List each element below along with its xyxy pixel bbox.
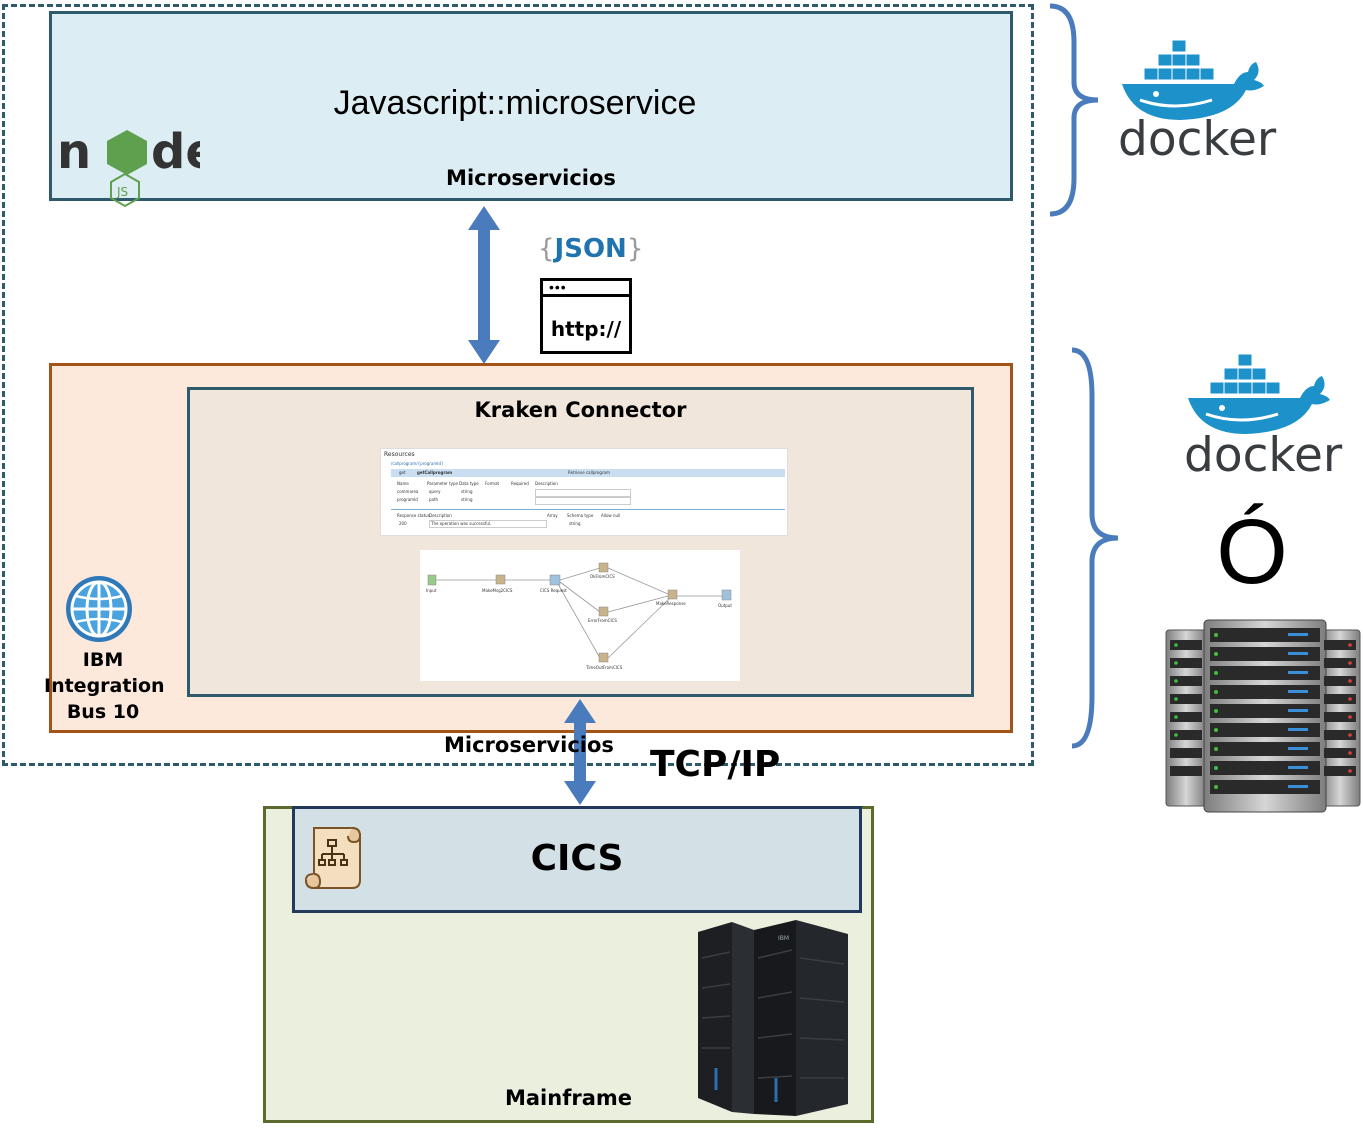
flow-node-input: Input — [426, 588, 437, 593]
http-double-arrow — [468, 206, 500, 364]
tcp-ip-label: TCP/IP — [650, 744, 781, 785]
microservice-subtitle: Microservicios — [446, 166, 616, 190]
operation-method: get — [399, 470, 406, 475]
json-brace-close: } — [626, 234, 644, 264]
response-row-schema: string — [569, 521, 581, 526]
message-flow-edges — [427, 562, 732, 663]
or-label: Ó — [1216, 501, 1288, 603]
flow-node-timeout: TimeOutFromCICS — [586, 665, 623, 670]
microservice-box — [49, 11, 1013, 201]
http-label: http:// — [550, 317, 622, 341]
iib-label: IBM Integration Bus 10 — [44, 647, 165, 725]
param-row-0-type: query — [429, 489, 441, 494]
microservices-boundary — [2, 4, 1034, 766]
scroll-icon — [304, 827, 362, 890]
operation-name: getCallprogram — [417, 470, 453, 475]
iib-label-line3: Bus 10 — [66, 701, 140, 723]
docker-whale-icon — [1188, 353, 1330, 434]
mainframe-server-icon: IBM — [698, 920, 848, 1116]
http-browser-icon: ••• http:// — [540, 278, 632, 354]
docker-logo-bottom: docker — [1182, 352, 1342, 483]
json-word: JSON — [554, 234, 627, 264]
server-rack-icon — [1165, 619, 1361, 813]
param-row-1-name: programId — [397, 497, 418, 502]
param-header-3: Format — [485, 481, 500, 486]
flow-node-output: Output — [718, 603, 732, 608]
param-row-1-datatype: string — [461, 497, 473, 502]
docker-word-top: docker — [1118, 112, 1277, 167]
param-row-0-datatype: string — [461, 489, 473, 494]
resources-path: /callprogram/{programId} — [391, 461, 444, 466]
response-header-3: Schema type — [567, 513, 594, 518]
response-header-0: Response status — [397, 513, 430, 518]
param-header-0: Name — [397, 481, 409, 486]
svg-text:de: de — [151, 124, 200, 180]
message-flow-diagram: Input MakeMsg2CICS CICS Request OkFromCI… — [420, 550, 740, 681]
svg-text:JS: JS — [116, 185, 128, 199]
cics-title: CICS — [530, 838, 624, 879]
param-header-1: Parameter type — [427, 481, 459, 486]
docker-whale-icon — [1122, 39, 1264, 120]
cics-box — [292, 806, 862, 913]
svg-text:n: n — [57, 124, 89, 180]
json-brace-open: { — [538, 234, 555, 264]
flow-node-ok: OkFromCICS — [590, 574, 615, 579]
brace-bottom — [1071, 347, 1119, 749]
flow-node-makemsg: MakeMsg2CICS — [482, 588, 513, 593]
resources-heading: Resources — [384, 451, 415, 458]
response-header-2: Array — [547, 513, 558, 518]
response-row-description: The operation was successful. — [431, 521, 492, 526]
globe-icon — [66, 576, 132, 642]
microservicios-bottom-label: Microservicios — [444, 733, 614, 757]
microservice-title: Javascript::microservice — [333, 84, 697, 122]
response-header-4: Allow null — [601, 513, 621, 518]
flow-node-makeresponse: MakeResponse — [656, 601, 686, 606]
json-label: {JSON} — [538, 234, 643, 264]
mainframe-label: Mainframe — [504, 1086, 632, 1110]
resources-screenshot: Resources /callprogram/{programId} get g… — [380, 448, 788, 536]
param-row-0-name: commarea — [397, 489, 419, 494]
param-header-5: Description — [535, 481, 558, 486]
flow-node-error: ErrorFromCICS — [588, 618, 617, 623]
param-header-2: Data type — [459, 481, 479, 486]
iib-label-line1: IBM — [82, 649, 124, 671]
param-row-1-type: path — [429, 497, 439, 502]
docker-logo-top: docker — [1116, 38, 1276, 167]
docker-word-bottom: docker — [1184, 428, 1343, 483]
response-header-1: Description — [429, 513, 452, 518]
brace-top — [1049, 3, 1099, 217]
flow-node-cics-request: CICS Request — [540, 588, 567, 593]
tcp-double-arrow — [564, 699, 596, 805]
ibm-badge: IBM — [778, 935, 789, 942]
nodejs-logo-icon: n de JS — [57, 124, 200, 208]
operation-summary: Retrieve callprogram — [568, 470, 610, 475]
kraken-connector-title: Kraken Connector — [474, 398, 687, 422]
iib-label-line2: Integration — [44, 675, 165, 697]
param-header-4: Required — [511, 481, 529, 486]
response-row-status: 200 — [399, 521, 407, 526]
